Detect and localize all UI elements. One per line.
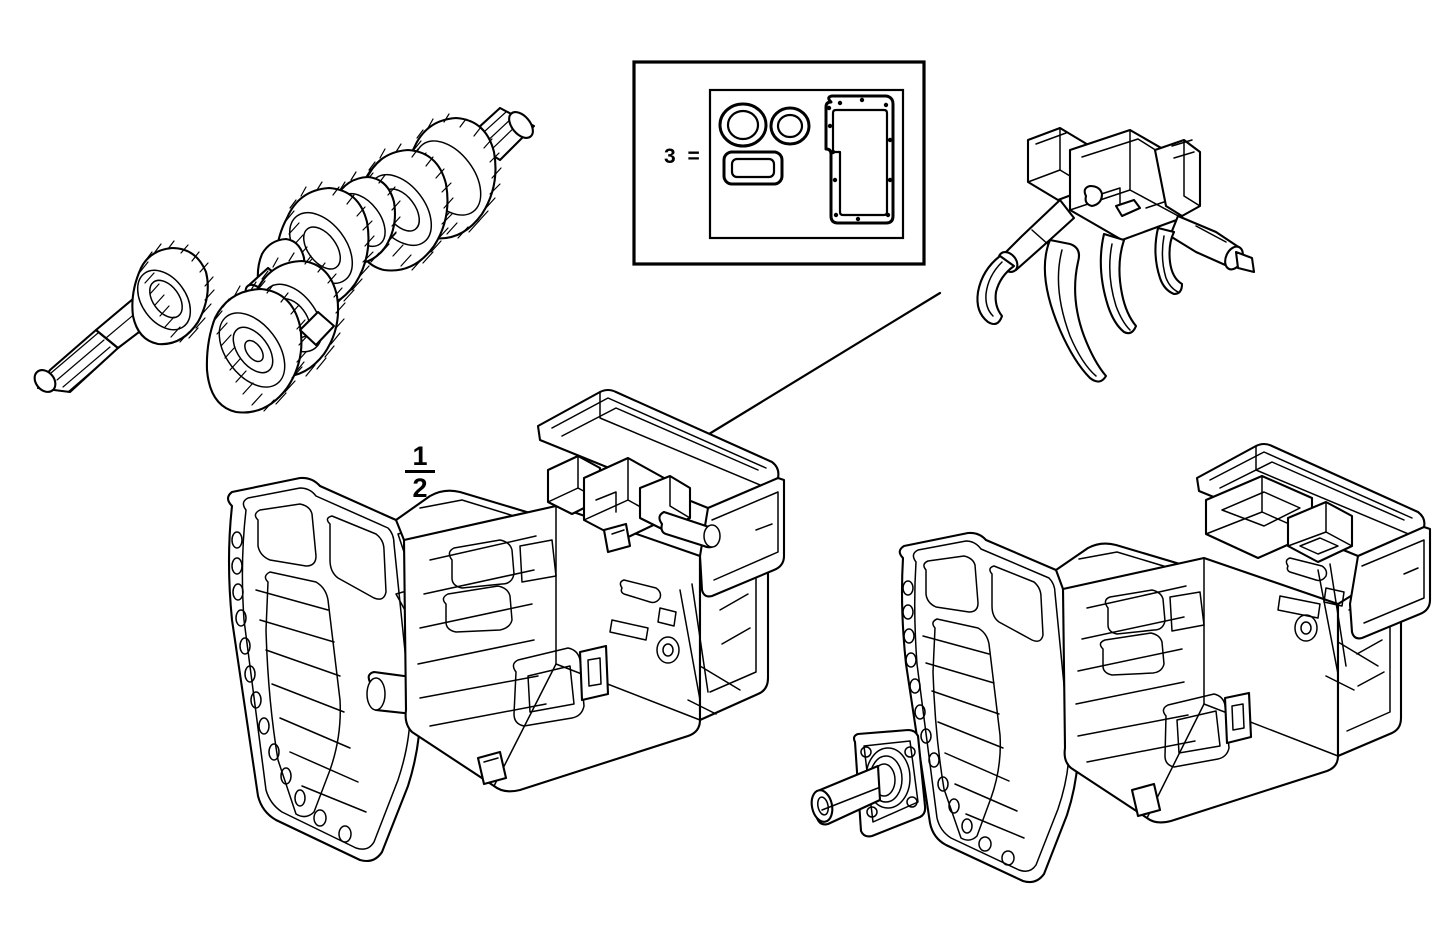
transmission-housing-left-drawing [226,388,786,863]
gear-shaft-assembly-drawing [33,106,536,414]
shift-fork-assembly-drawing [976,126,1256,383]
item-number-fraction: 1 2 [403,441,437,503]
transmission-housing-right-drawing [898,442,1432,884]
gasket-kit-inset-box [632,60,926,266]
fraction-numerator: 1 [412,441,428,471]
countershaft-gear-cluster [205,106,536,414]
gasket-kit-equals-label: 3 = [664,145,703,168]
o-ring-large-icon [718,102,768,148]
output-flange-drawing [810,728,927,838]
o-ring-small-icon [769,106,811,146]
fraction-denominator: 2 [412,473,428,503]
side-cover-gasket-icon [824,94,895,225]
input-shaft [33,240,215,394]
fraction-bar [405,470,435,473]
rectangular-gasket-icon [722,150,784,186]
